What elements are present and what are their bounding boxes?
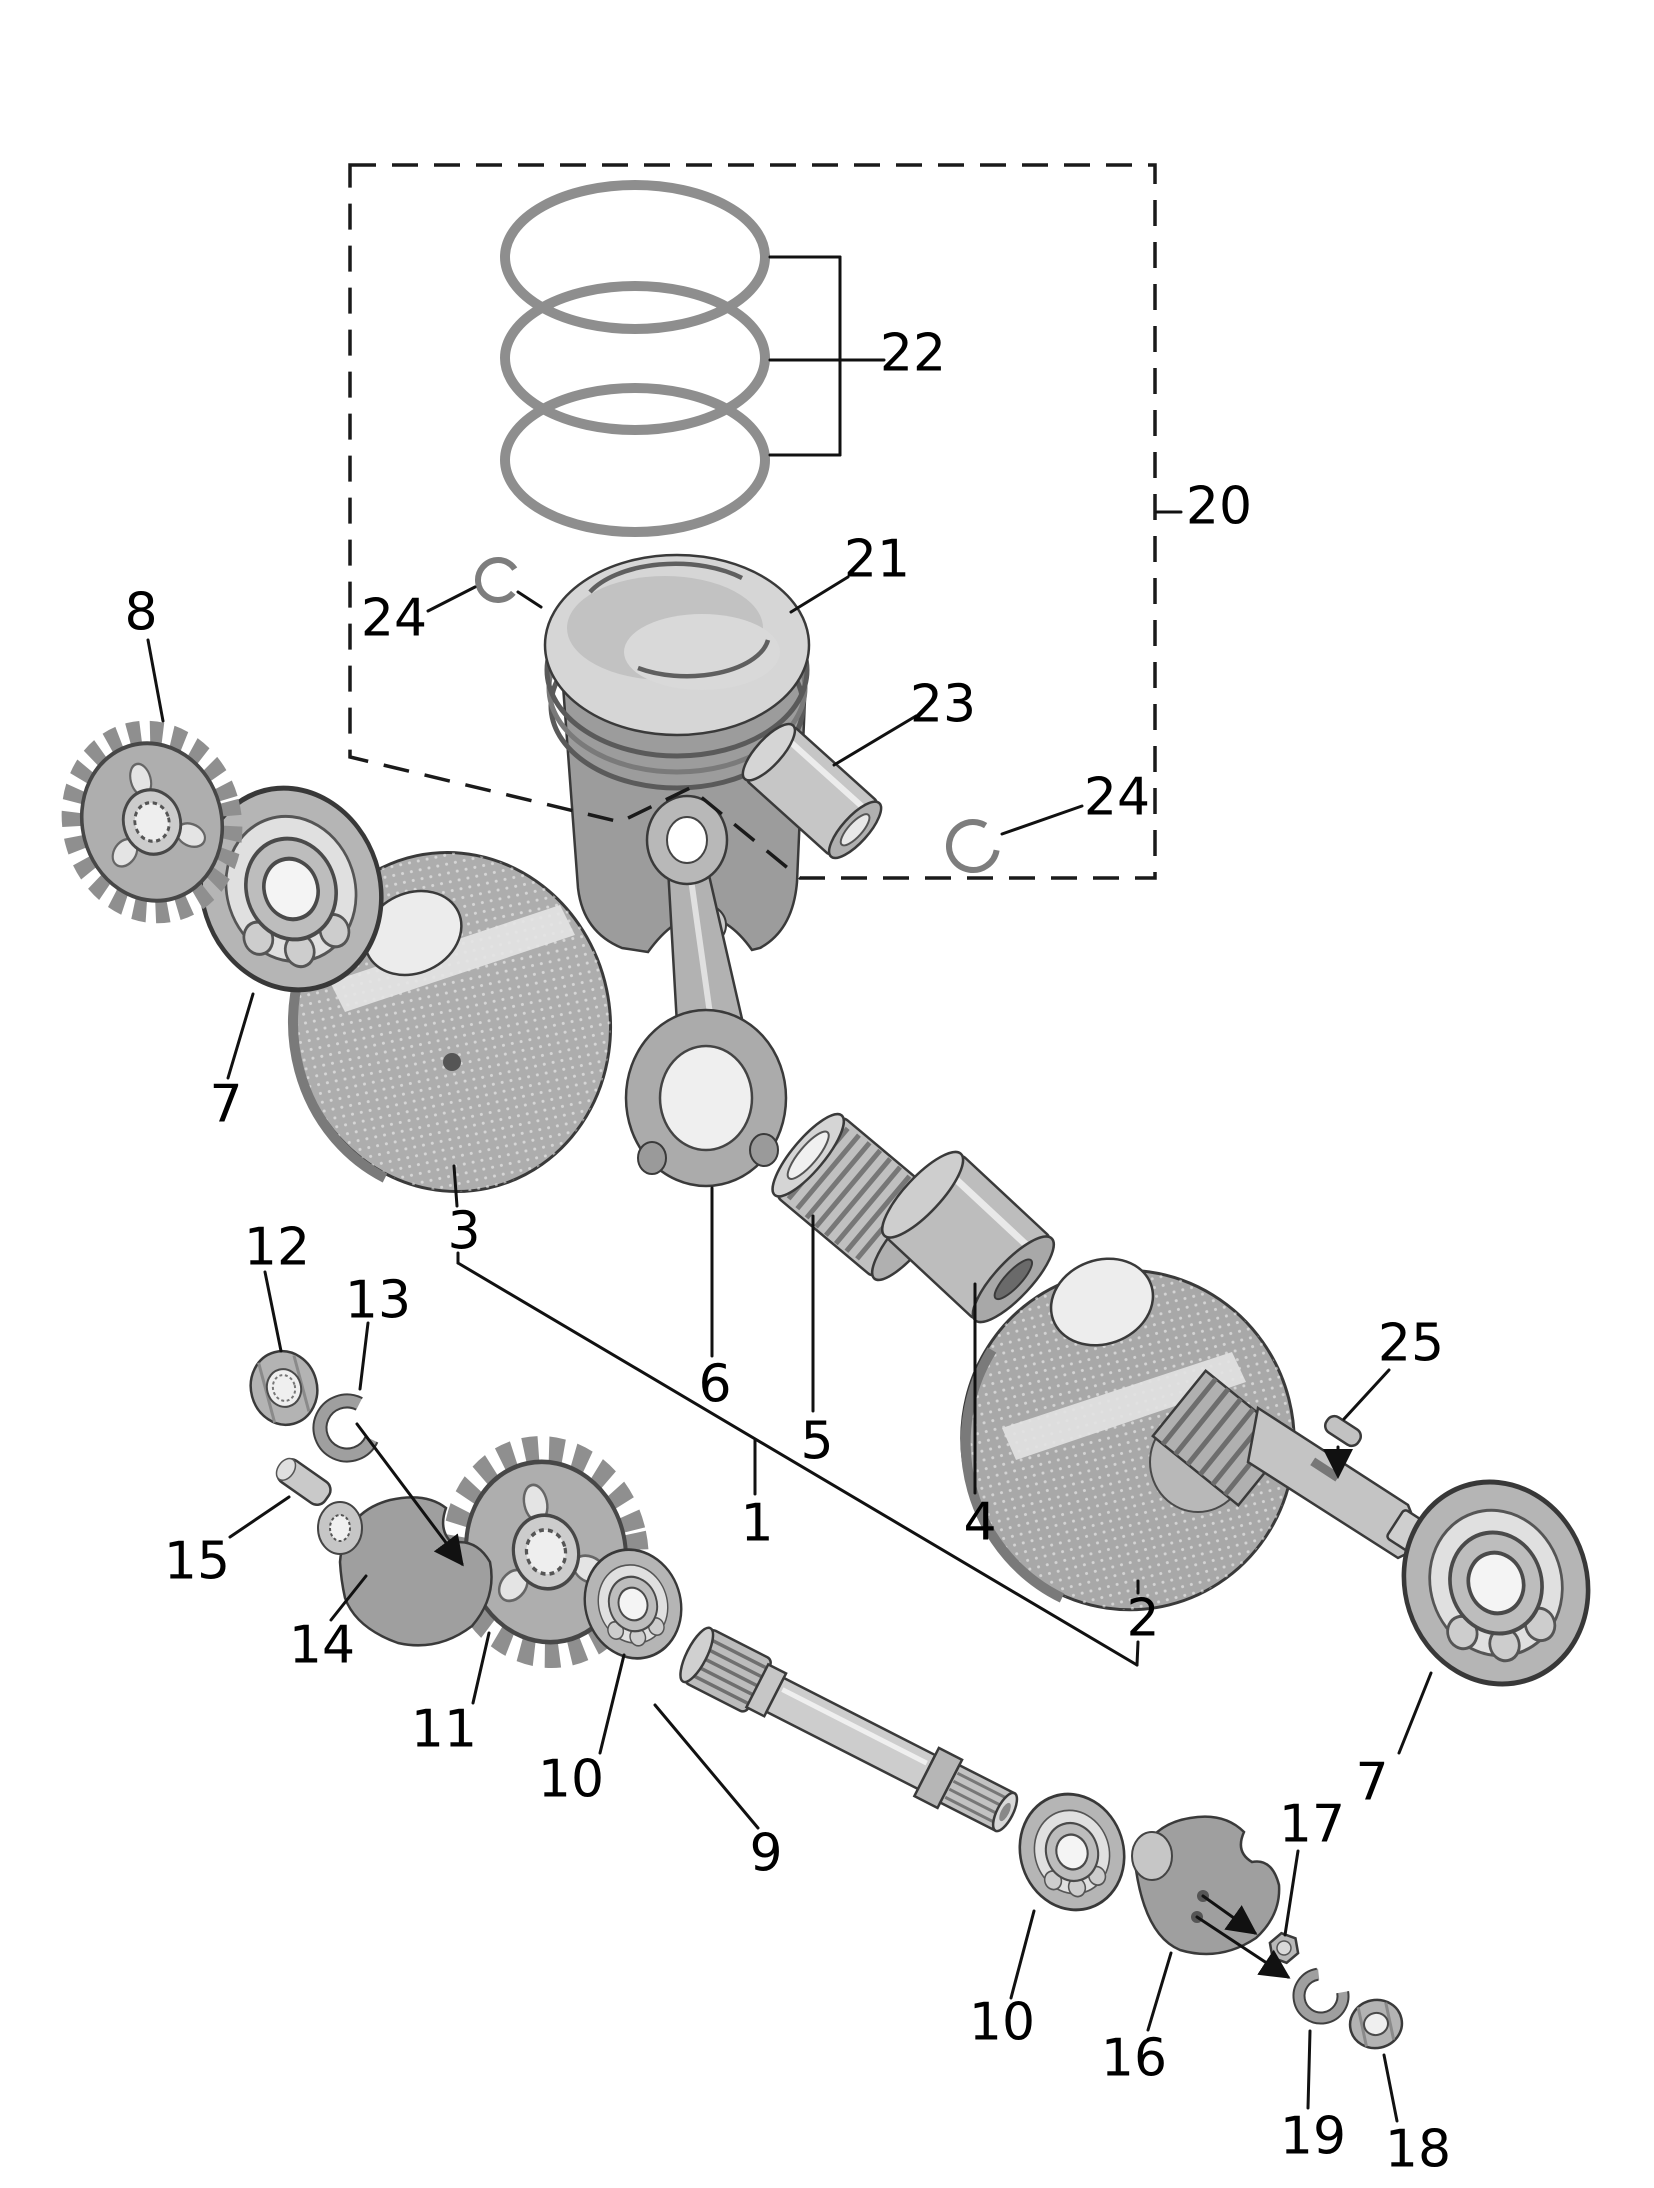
balancer-key [275, 1457, 332, 1507]
leader-23 [832, 714, 918, 767]
callout-4: 4 [963, 1493, 996, 1553]
leader-24-left [426, 585, 477, 613]
piston-ring-middle [500, 281, 770, 435]
callout-23: 23 [910, 675, 976, 735]
leader-layer [146, 255, 1433, 2123]
leader-9 [653, 1703, 760, 1830]
leader-8 [146, 638, 165, 723]
leader-19 [1306, 2029, 1312, 2110]
callout-7-right: 7 [1355, 1753, 1388, 1813]
leader-7-left [226, 992, 255, 1080]
connecting-rod [624, 794, 788, 1188]
balancer-shaft [679, 1626, 1019, 1833]
leader-21 [789, 575, 850, 614]
crank-left-web-hole [363, 889, 463, 977]
leader-14 [329, 1574, 368, 1622]
leader-10-right [1009, 1909, 1036, 2000]
callout-22: 22 [880, 324, 946, 384]
callout-13: 13 [345, 1271, 411, 1331]
balancer-nut-front [249, 1350, 319, 1426]
leader-18 [1382, 2053, 1399, 2123]
leader-11 [471, 1631, 491, 1705]
leader-3 [452, 1164, 459, 1208]
crank-right-web-hole [1049, 1257, 1155, 1347]
leader-17 [1283, 1849, 1300, 1937]
callout-9: 9 [749, 1824, 782, 1884]
callout-20: 20 [1186, 477, 1252, 537]
callout-19: 19 [1280, 2107, 1346, 2167]
leader-16 [1146, 1951, 1173, 2032]
callout-11: 11 [411, 1700, 477, 1760]
piston-rings [500, 180, 770, 537]
callout-5: 5 [800, 1412, 833, 1472]
callout-24-left: 24 [361, 589, 427, 649]
leader-24-right [1000, 804, 1084, 836]
leader-16-install-b [1195, 1915, 1291, 1979]
leader-7-right [1397, 1671, 1433, 1755]
callout-21: 21 [844, 530, 910, 590]
leader-13 [358, 1321, 370, 1391]
callout-10-right: 10 [969, 1993, 1035, 2053]
callout-2: 2 [1126, 1589, 1159, 1649]
callout-25: 25 [1378, 1314, 1444, 1374]
woodruff-key-crank [1323, 1414, 1363, 1448]
assembly-group-box [348, 163, 1157, 880]
callout-24-right: 24 [1084, 768, 1150, 828]
callout-12: 12 [244, 1218, 310, 1278]
leader-10-left [598, 1653, 626, 1755]
piston-ring-top [500, 180, 770, 334]
piston-ring-oil [500, 383, 770, 537]
callout-7-left: 7 [209, 1075, 242, 1135]
callout-1: 1 [740, 1494, 773, 1554]
callout-8: 8 [124, 583, 157, 643]
leader-2-bottom [1135, 1640, 1140, 1667]
leader-1-diagonal [456, 1261, 1139, 1667]
pin-circlip-left [475, 557, 521, 603]
callout-16: 16 [1101, 2029, 1167, 2089]
callout-15: 15 [164, 1532, 230, 1592]
callout-layer: 1234567789101011121314151617181920212223… [124, 324, 1451, 2180]
crank-pin [881, 1150, 1055, 1324]
callout-14: 14 [289, 1616, 355, 1676]
leader-25 [1342, 1368, 1391, 1421]
callout-10-left: 10 [538, 1750, 604, 1810]
balancer-nut-rear [1348, 1998, 1404, 2050]
leader-16-install-a [1201, 1894, 1258, 1935]
callout-3: 3 [447, 1202, 480, 1262]
piston-pin [741, 722, 883, 860]
balancer-weight-front [317, 1496, 493, 1647]
leader-12 [263, 1270, 283, 1353]
leader-24-left-tick [516, 590, 543, 609]
callout-17: 17 [1279, 1795, 1345, 1855]
leader-15 [228, 1495, 291, 1539]
callout-18: 18 [1385, 2120, 1451, 2180]
callout-6: 6 [698, 1355, 731, 1415]
leader-13-install [355, 1422, 464, 1567]
